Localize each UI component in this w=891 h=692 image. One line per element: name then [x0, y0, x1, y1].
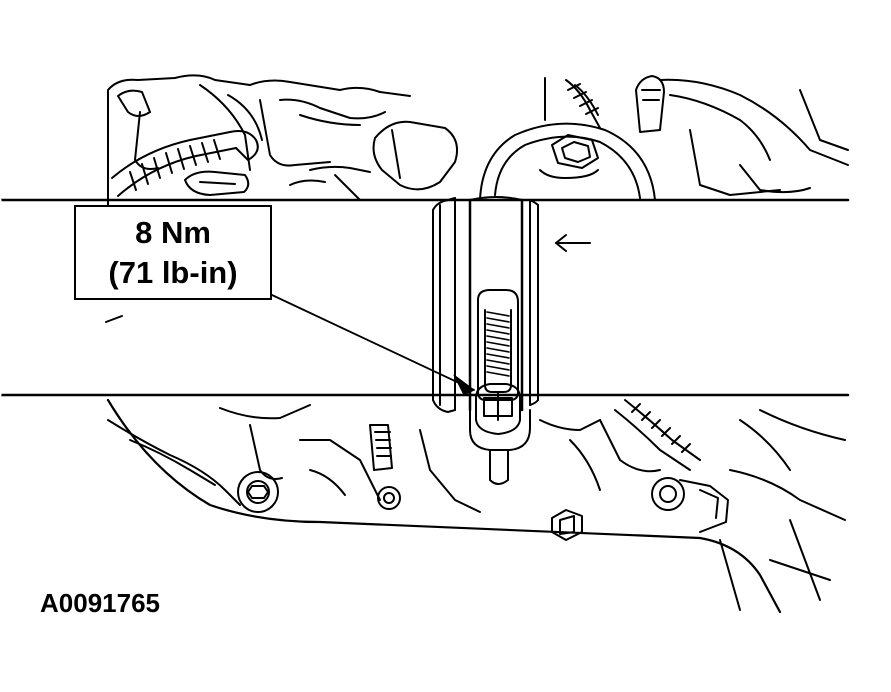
callout-leader: [271, 294, 475, 396]
torque-value-nm: 8 Nm: [135, 215, 211, 250]
engine-background-lower: [107, 399, 846, 541]
figure-id-label: A0091765: [40, 588, 160, 618]
air-intake-tube: [0, 198, 850, 397]
hose-coupling: [432, 196, 539, 485]
stray-mark: [105, 315, 123, 323]
lower-shroud: [106, 398, 831, 614]
engine-background-upper: [107, 74, 849, 211]
left-arrow-icon: [555, 234, 591, 252]
torque-callout: 8 Nm (71 lb-in): [74, 205, 272, 300]
torque-value-lbin: (71 lb-in): [108, 255, 238, 290]
